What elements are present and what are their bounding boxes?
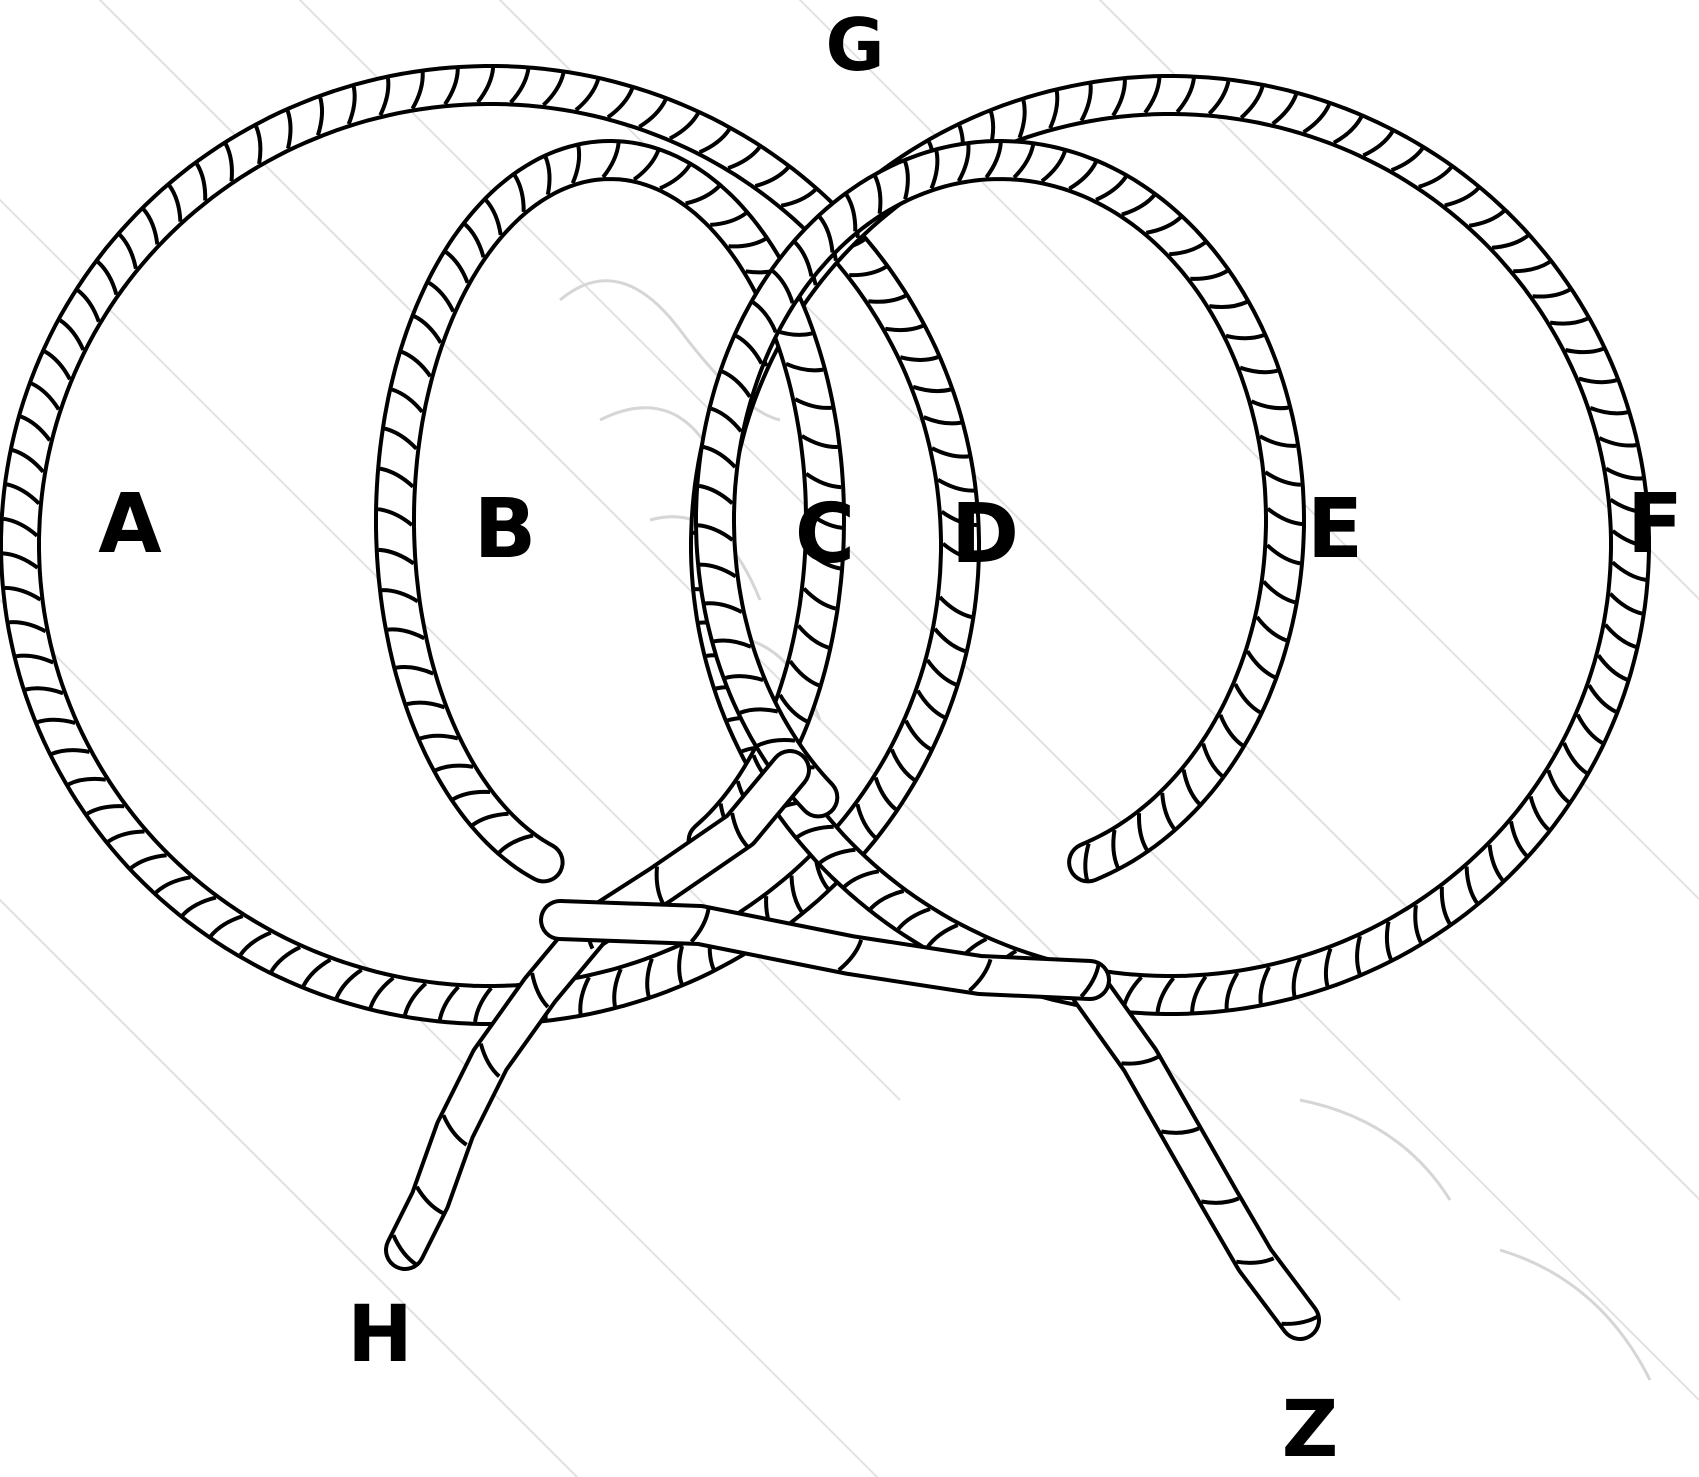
label-a: A xyxy=(98,484,161,566)
label-b: B xyxy=(474,489,537,571)
label-d: D xyxy=(951,494,1019,576)
label-e: E xyxy=(1307,489,1363,571)
rope-end-z xyxy=(1090,990,1318,1324)
label-h: H xyxy=(347,1296,412,1374)
label-c: C xyxy=(795,494,855,576)
label-z: Z xyxy=(1282,1391,1339,1469)
label-g: G xyxy=(825,9,884,81)
label-f: F xyxy=(1627,484,1683,566)
